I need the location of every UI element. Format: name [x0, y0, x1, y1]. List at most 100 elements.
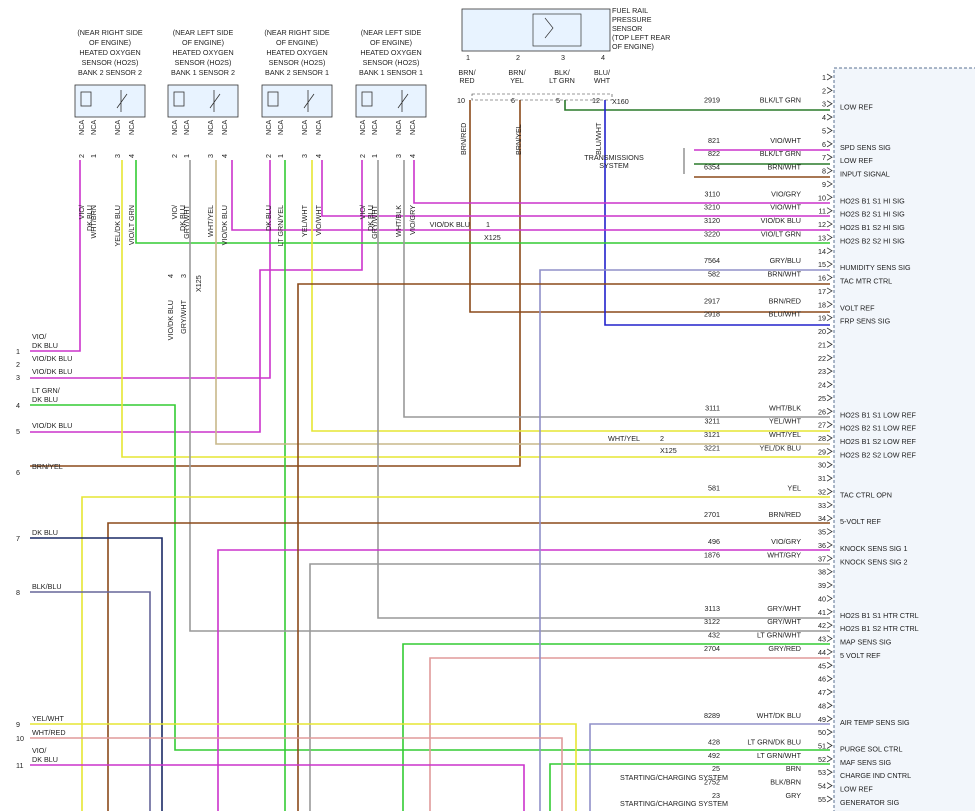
- wire-brn-wht: [297, 283, 830, 811]
- left-pin-label: VIO/DK BLU: [32, 421, 72, 430]
- pcm-pin-number: 27: [818, 421, 826, 430]
- sensor-title: OF ENGINE): [276, 38, 318, 47]
- left-pin-number: 9: [16, 720, 20, 729]
- pin-wire-color: VIO/DK BLU: [220, 205, 229, 245]
- pcm-pin-terminal: [826, 742, 833, 749]
- pcm-pin-number: 1: [822, 73, 826, 82]
- pcm-pin-number: 48: [818, 701, 826, 710]
- pcm-pin-terminal: [826, 407, 833, 415]
- pin-number: 2: [264, 154, 273, 158]
- pin-number: 2: [77, 154, 86, 158]
- pcm-pin-number: 33: [818, 501, 826, 510]
- frp-pin-number: 2: [516, 53, 520, 62]
- pcm-pin-number: 52: [818, 755, 826, 764]
- pcm-wire-color: BLU/WHT: [769, 310, 802, 319]
- pcm-pin-function: HO2S B2 S1 HI SIG: [840, 210, 905, 219]
- frp-pin-number: 1: [466, 53, 470, 62]
- pcm-pin-function: HO2S B1 S2 LOW REF: [840, 437, 916, 446]
- pin-nca: NCA: [89, 120, 98, 135]
- frp-title: FUEL RAIL: [612, 6, 648, 15]
- pcm-wire-color: BRN/RED: [769, 510, 801, 519]
- left-pin-label: BRN/YEL: [32, 462, 63, 471]
- wire-gry-wht-42: [189, 160, 830, 632]
- pcm-wire-color: YEL: [787, 483, 801, 492]
- pcm-wire-color: WHT/DK BLU: [757, 711, 801, 720]
- left-pin-label: VIO/DK BLU: [32, 367, 72, 376]
- left-pin-label: BLK/BLU: [32, 582, 62, 591]
- pcm-pin-terminal: [826, 100, 833, 108]
- frp-pin-color: BRN/RED: [458, 68, 475, 85]
- pcm-pin-number: 25: [818, 394, 826, 403]
- pcm-pin-terminal: [826, 207, 833, 215]
- sensor-heater: [361, 91, 373, 107]
- pin-wire-color: WHT/YEL: [206, 205, 215, 237]
- pcm-pin-number: 26: [818, 407, 826, 416]
- pcm-pin-function: MAF SENS SIG: [840, 758, 892, 767]
- sensor-title: SENSOR (HO2S): [363, 58, 420, 67]
- pcm-wire-color: WHT/BLK: [769, 403, 801, 412]
- pin-wire-color: GRY/WHT: [182, 204, 191, 238]
- pcm-pin-function: FRP SENS SIG: [840, 317, 891, 326]
- splice-pin: 3: [179, 274, 188, 278]
- pcm-pin-terminal: [826, 661, 833, 669]
- pcm-pin-number: 3: [822, 100, 826, 109]
- pcm-pin-terminal: [826, 193, 833, 201]
- pcm-pin-terminal: [826, 568, 833, 576]
- pin-nca: NCA: [408, 120, 417, 135]
- pin-number: 4: [314, 154, 323, 158]
- frp-pin-number: 4: [601, 53, 605, 62]
- wire-vio-dkblu-12: [231, 160, 830, 231]
- pcm-circuit-number: 25: [712, 764, 720, 773]
- pcm-circuit-number: 3113: [705, 604, 720, 613]
- frp-sensor-element: [532, 13, 582, 47]
- frp-title: OF ENGINE): [612, 42, 654, 51]
- left-pin-label: DK BLU: [32, 528, 58, 537]
- pcm-pin-function: HO2S B2 S2 HI SIG: [840, 236, 905, 245]
- pcm-pin-number: 28: [818, 434, 826, 443]
- pcm-pin-number: 47: [818, 688, 826, 697]
- sensor-element: [209, 90, 221, 112]
- pin-nca: NCA: [220, 120, 229, 135]
- wire-blk-blu: [30, 591, 151, 811]
- pcm-pin-function: KNOCK SENS SIG 1: [840, 544, 908, 553]
- sensor-heater: [80, 91, 92, 107]
- pcm-pin-terminal: [826, 541, 833, 549]
- ho2s-sensor: [74, 84, 146, 118]
- frp-sensor-body: [461, 8, 611, 52]
- pcm-wire-color: GRY: [786, 791, 802, 800]
- wire-wht-yel: [215, 160, 830, 445]
- pin-number: 1: [370, 154, 379, 158]
- pcm-pin-terminal: [826, 287, 833, 295]
- pcm-pin-number: 9: [822, 180, 826, 189]
- pcm-pin-number: 18: [818, 300, 826, 309]
- pcm-pin-number: 5: [822, 126, 826, 135]
- left-pin-label: YEL/WHT: [32, 714, 65, 723]
- pcm-pin-number: 13: [818, 233, 826, 242]
- wire-gry-red: [429, 657, 830, 811]
- pin-number: 1: [276, 154, 285, 158]
- pcm-pin-function: LOW REF: [840, 785, 873, 794]
- wire-wht-red: [30, 737, 563, 811]
- pcm-wire-color: GRY/WHT: [767, 617, 801, 626]
- splice-label: WHT/YEL: [608, 434, 640, 443]
- pcm-pin-number: 21: [818, 340, 826, 349]
- pin-number: 4: [220, 154, 229, 158]
- frp-cavity: 6: [511, 96, 515, 105]
- sensor-title: BANK 2 SENSOR 1: [265, 68, 329, 77]
- pcm-circuit-number: 432: [708, 631, 720, 640]
- wire-vio-gry: [413, 160, 830, 204]
- pcm-pin-number: 54: [818, 782, 826, 791]
- frp-cavity: 5: [556, 96, 560, 105]
- sensor-title: SENSOR (HO2S): [82, 58, 139, 67]
- pcm-pin-terminal: [826, 381, 833, 388]
- pcm-pin-terminal: [826, 113, 833, 121]
- pin-nca: NCA: [182, 120, 191, 135]
- splice-label: VIO/DK BLU: [430, 220, 470, 229]
- pcm-circuit-number: 2918: [704, 310, 720, 319]
- pcm-wire-color: WHT/YEL: [769, 430, 801, 439]
- frp-pin-number: 3: [561, 53, 565, 62]
- pin-number: 3: [300, 154, 309, 158]
- sensor-body: [74, 84, 146, 118]
